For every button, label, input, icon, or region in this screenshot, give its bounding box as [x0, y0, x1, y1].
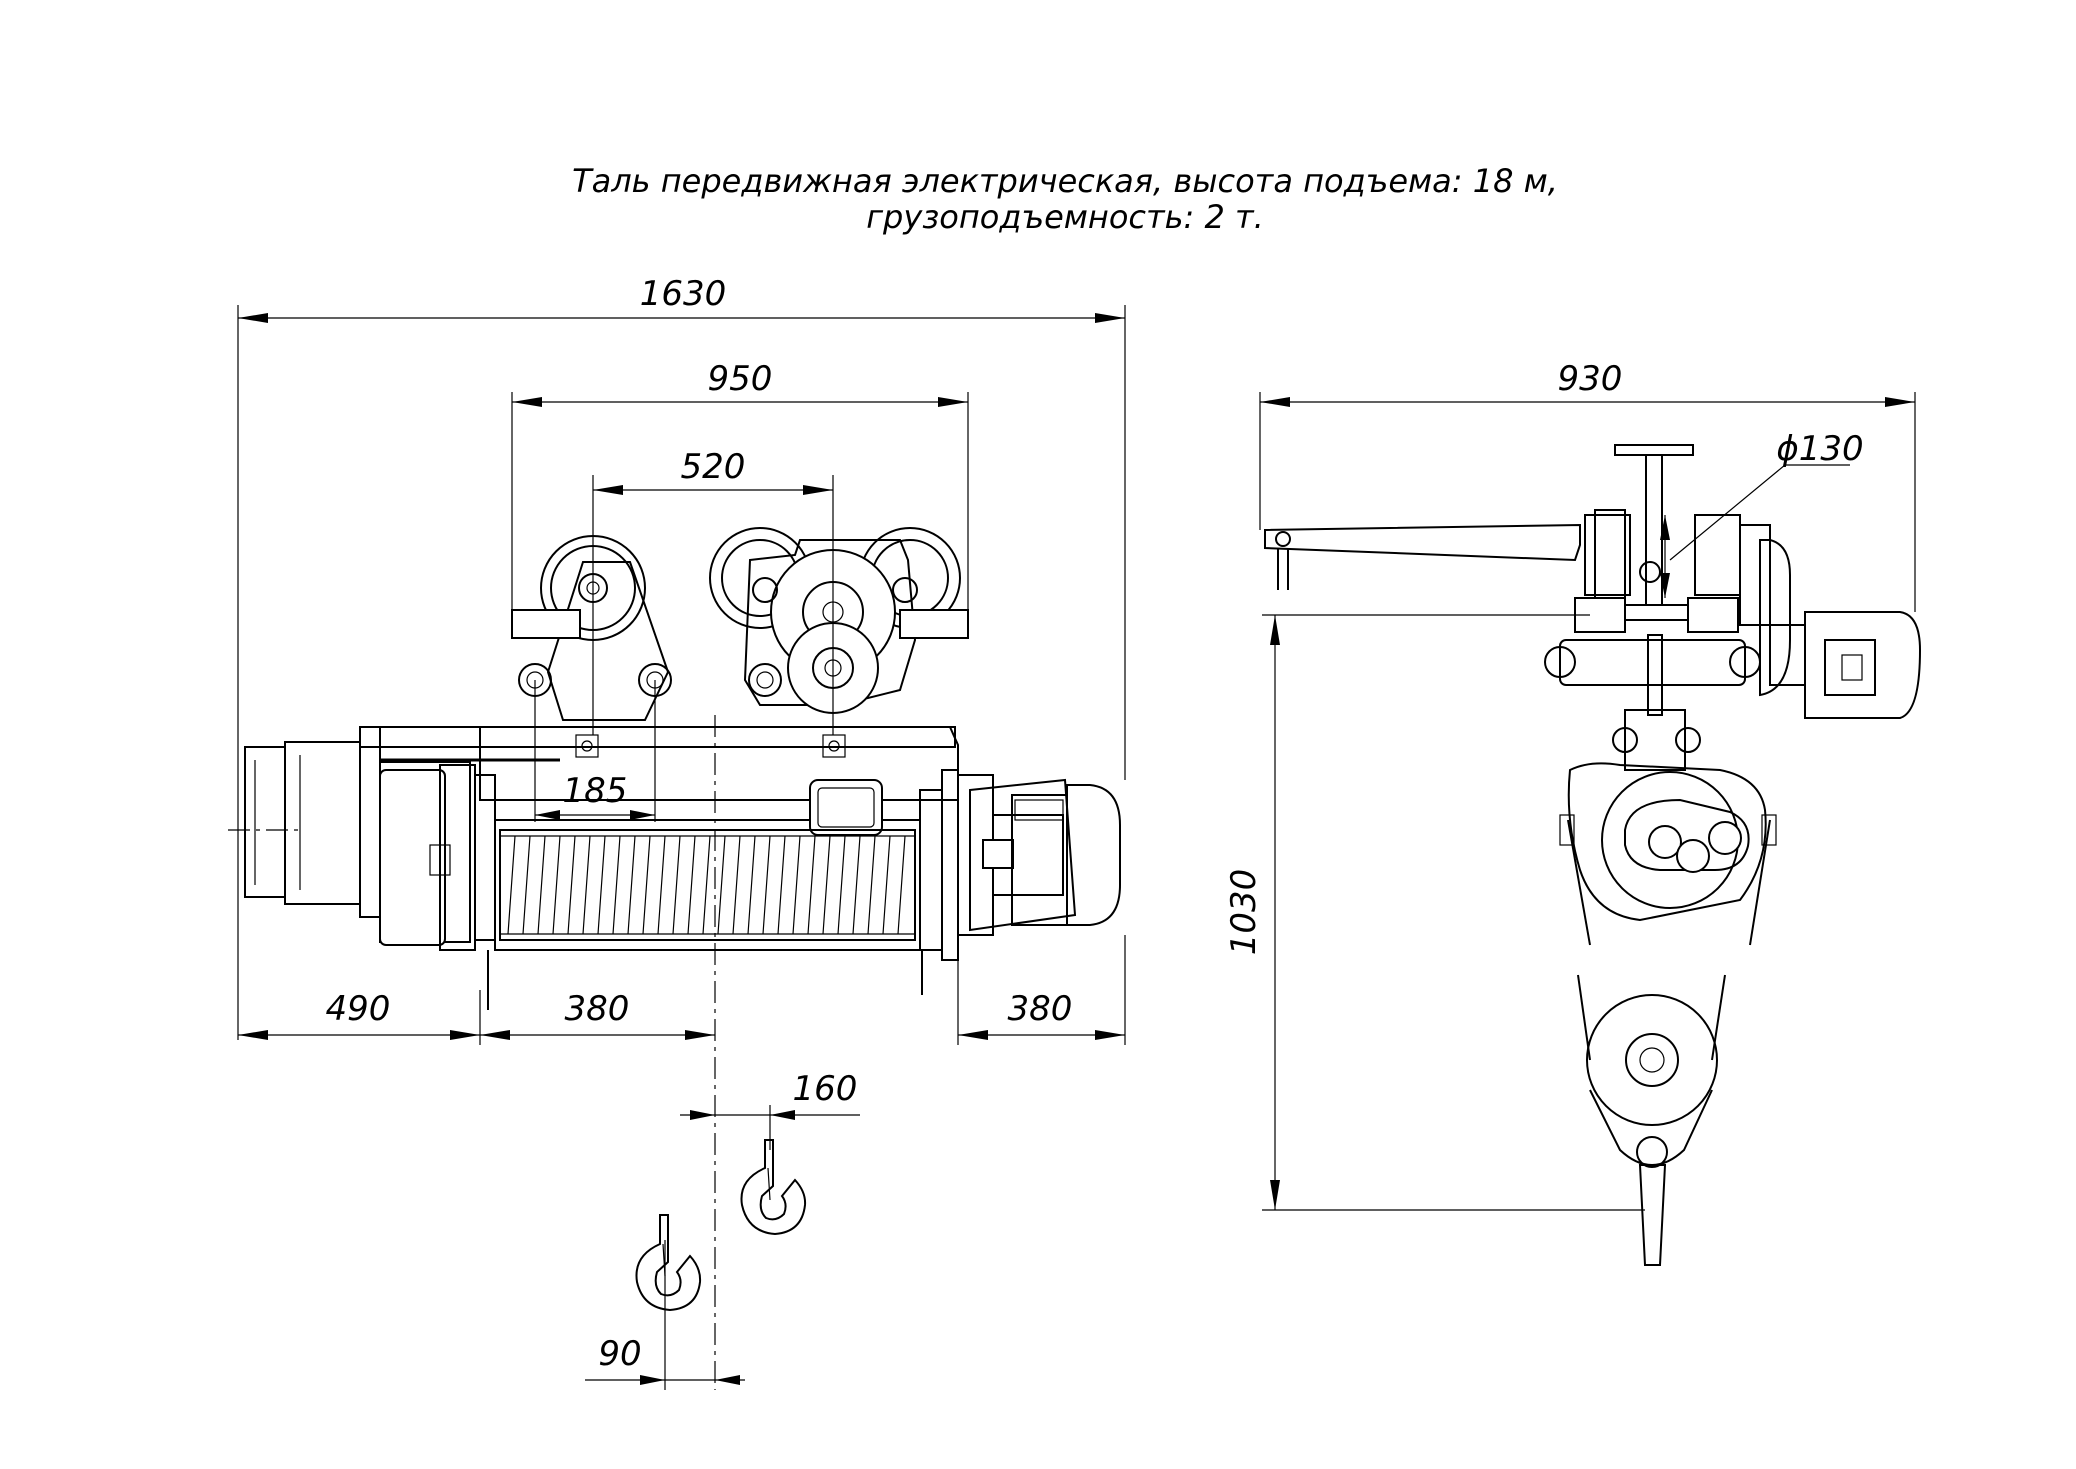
drum-housing — [379, 726, 959, 961]
hook-upper — [740, 1139, 807, 1236]
dim-side-width: 930 — [1558, 359, 1623, 399]
side-arm — [1264, 523, 1581, 590]
dim-hook-offset-bottom: 90 — [598, 1334, 641, 1374]
side-dimensions: 930 ϕ130 1030 — [1224, 359, 1916, 1211]
dim-drum-left: 380 — [565, 989, 630, 1029]
front-dimensions: 1630 950 520 185 490 380 380 — [237, 274, 1126, 1390]
hook-lower — [635, 1214, 702, 1312]
drawing-title: Таль передвижная электрическая, высота п… — [572, 162, 1558, 236]
side-view — [1264, 444, 1922, 1266]
side-hook-block — [1577, 974, 1726, 1266]
rope-drum — [487, 829, 923, 1010]
dim-right-motor: 380 — [1008, 989, 1073, 1029]
dim-bolt-spacing: 185 — [563, 771, 628, 811]
title-line-2: грузоподъемность: 2 т. — [866, 198, 1264, 236]
dim-height: 1030 — [1224, 869, 1264, 956]
front-centerlines — [228, 475, 834, 1390]
title-line-1: Таль передвижная электрическая, высота п… — [572, 162, 1558, 200]
side-hoist-block — [1559, 709, 1777, 946]
side-trolley — [1544, 509, 1791, 716]
travel-motor — [1769, 611, 1922, 719]
right-motor — [957, 774, 1121, 936]
left-trolley — [511, 535, 672, 758]
dim-overall-length: 1630 — [640, 274, 727, 314]
front-view — [228, 475, 1121, 1390]
trolley-frame — [359, 726, 956, 762]
dim-wheel-base: 520 — [681, 447, 746, 487]
i-beam — [1605, 444, 1703, 621]
dim-wheel-diameter: ϕ130 — [1776, 429, 1863, 469]
right-trolley — [709, 527, 969, 758]
dim-wheel-span: 950 — [708, 359, 773, 399]
dim-hook-offset-top: 160 — [793, 1069, 858, 1109]
dim-left-motor: 490 — [326, 989, 391, 1029]
